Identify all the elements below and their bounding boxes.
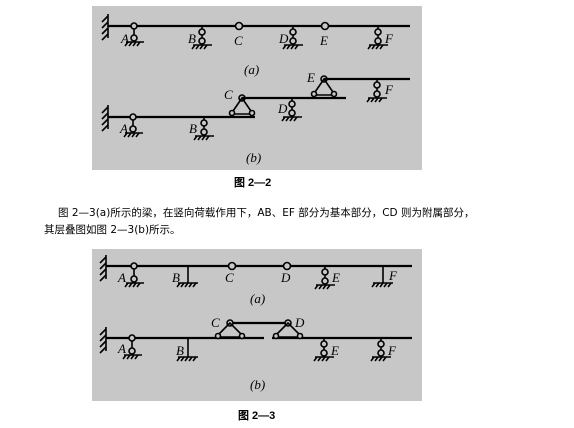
paragraph: 图 2—3(a)所示的梁，在竖向荷载作用下，AB、EF 部分为基本部分，CD 则… — [44, 205, 474, 239]
fixed-support-b — [101, 105, 109, 132]
label-3b-D: D — [294, 315, 305, 330]
figure-2-3-panel: A B C D E F (a) A B C D E F (b) — [92, 249, 422, 401]
support-3b-a-roller — [122, 334, 142, 360]
support-3a-f-fixed — [371, 266, 393, 288]
support-3a-b-fixed — [176, 266, 198, 288]
support-b-roller — [191, 26, 212, 50]
labels-3b: A B C D E F — [117, 315, 397, 358]
label-3a-A: A — [117, 270, 126, 285]
hinge-support-3b-c — [214, 319, 246, 340]
labels-a: A B C D E F — [120, 31, 394, 48]
label-a-A: A — [120, 31, 129, 46]
support-b-f-roller — [366, 79, 387, 103]
subcaption-a: (a) — [244, 62, 259, 77]
paragraph-line-1: 图 2—3(a)所示的梁，在竖向荷载作用下，AB、EF 部分为基本部分，CD 则… — [58, 207, 475, 219]
labels-3a: A B C D E F — [117, 268, 398, 285]
label-a-B: B — [188, 31, 196, 46]
support-3b-f-roller — [370, 338, 391, 362]
hinge-e — [320, 21, 330, 31]
support-f-roller — [367, 26, 388, 50]
label-3a-C: C — [225, 270, 234, 285]
paragraph-line-2: 其层叠图如图 2—3(b)所示。 — [44, 224, 181, 236]
support-3a-e-roller — [314, 266, 335, 290]
label-3b-C: C — [211, 315, 220, 330]
label-b-E: E — [306, 70, 315, 85]
label-3a-B: B — [172, 270, 180, 285]
fixed-support-3a — [99, 255, 107, 282]
label-a-C: C — [234, 33, 243, 48]
figure-2-2-diagram: A B C D E F (a) A B C D E F (b) — [101, 14, 410, 165]
label-a-D: D — [278, 31, 289, 46]
figure-caption-2-3: 图 2—3 — [238, 410, 276, 422]
fixed-support-3b — [99, 327, 107, 354]
subcaption-3a: (a) — [250, 291, 265, 306]
label-b-A: A — [119, 121, 128, 136]
label-3b-F: F — [387, 343, 397, 358]
label-b-D: D — [277, 101, 288, 116]
hinge-3a-c — [227, 261, 237, 271]
support-b-d-roller — [281, 98, 302, 122]
label-b-B: B — [189, 121, 197, 136]
label-a-F: F — [384, 31, 394, 46]
hinge-3a-d — [282, 261, 292, 271]
support-b-a-roller — [123, 113, 143, 138]
figure-caption-2-2: 图 2—2 — [234, 177, 272, 189]
label-3b-A: A — [117, 341, 126, 356]
support-b-b-roller — [193, 117, 214, 141]
label-b-C: C — [224, 87, 233, 102]
hinge-support-3b-d — [272, 319, 304, 340]
labels-b: A B C D E F — [119, 70, 394, 136]
subcaption-b: (b) — [246, 150, 261, 165]
label-3a-E: E — [331, 270, 340, 285]
label-3a-F: F — [388, 268, 398, 283]
fixed-support-a — [101, 14, 109, 41]
hinge-support-c — [228, 94, 256, 117]
support-3b-e-roller — [313, 338, 334, 362]
figure-2-2-panel: A B C D E F (a) A B C D E F (b) — [92, 6, 422, 170]
subcaption-3b: (b) — [250, 377, 265, 392]
support-3a-a-roller — [124, 262, 144, 288]
label-b-F: F — [384, 82, 394, 97]
label-3b-E: E — [330, 343, 339, 358]
label-3b-B: B — [176, 343, 184, 358]
label-3a-D: D — [280, 270, 291, 285]
support-a-roller — [124, 22, 144, 47]
label-a-E: E — [319, 33, 328, 48]
figure-2-3-diagram: A B C D E F (a) A B C D E F (b) — [99, 255, 412, 392]
hinge-c — [234, 21, 244, 31]
support-3b-b-fixed — [176, 338, 198, 362]
support-d-roller — [282, 26, 303, 50]
